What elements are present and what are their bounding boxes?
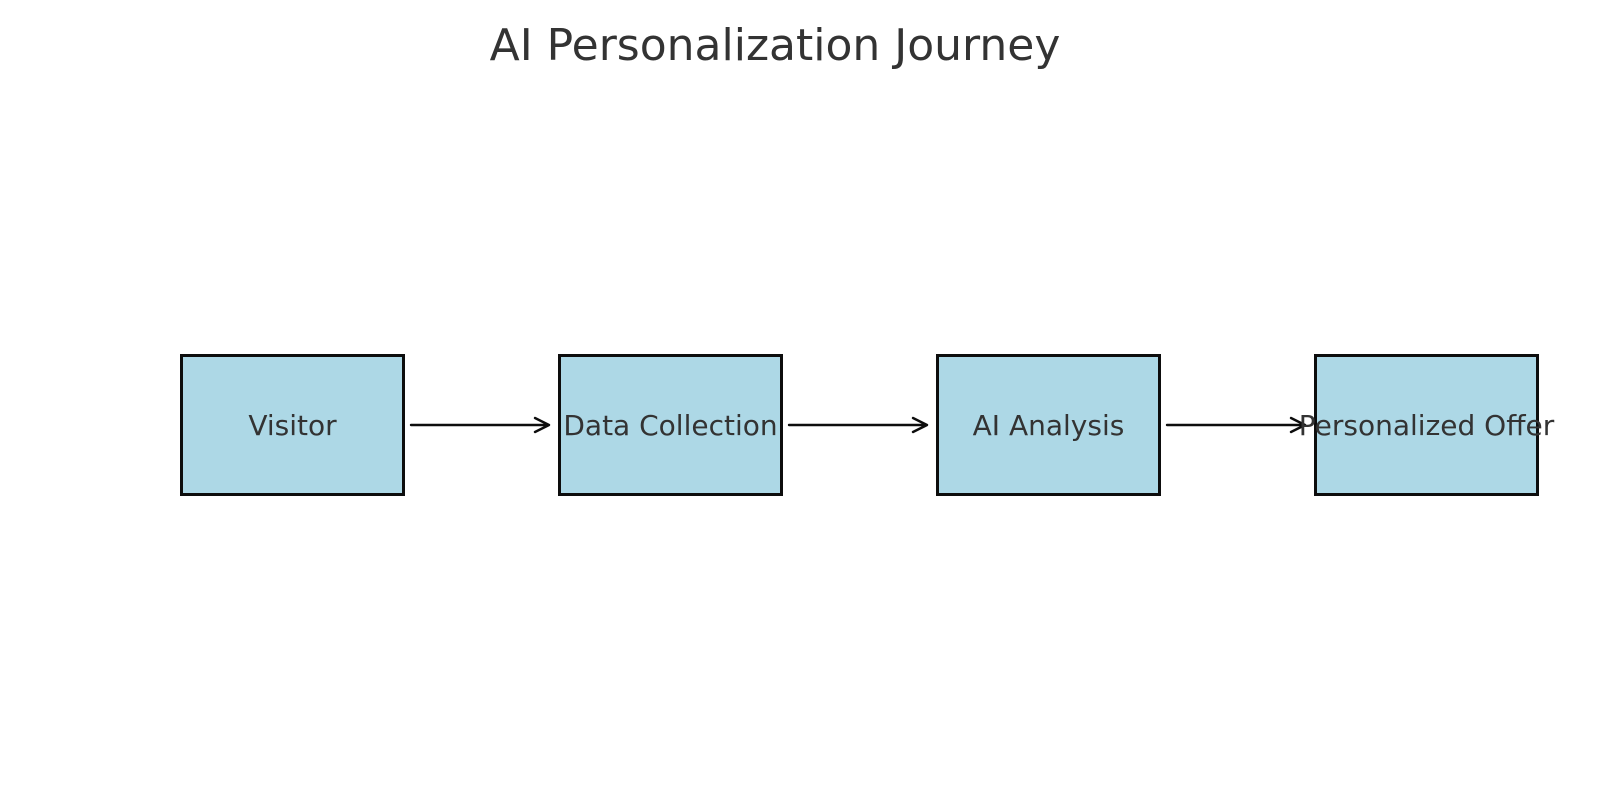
flow-node-label: Visitor [248,408,337,442]
flow-node-visitor: Visitor [180,354,405,496]
flow-arrow-1 [409,416,551,434]
flow-arrow-2 [787,416,929,434]
flow-node-personalized-offer: Personalized Offer [1299,354,1554,496]
flow-node-ai-analysis: AI Analysis [936,354,1161,496]
diagram-title: AI Personalization Journey [489,20,1061,71]
flow-node-label: Data Collection [563,408,778,442]
flow-node-label: Personalized Offer [1298,408,1555,442]
flow-arrow-3 [1165,416,1307,434]
flow-node-label: AI Analysis [972,408,1125,442]
flow-node-data-collection: Data Collection [558,354,783,496]
